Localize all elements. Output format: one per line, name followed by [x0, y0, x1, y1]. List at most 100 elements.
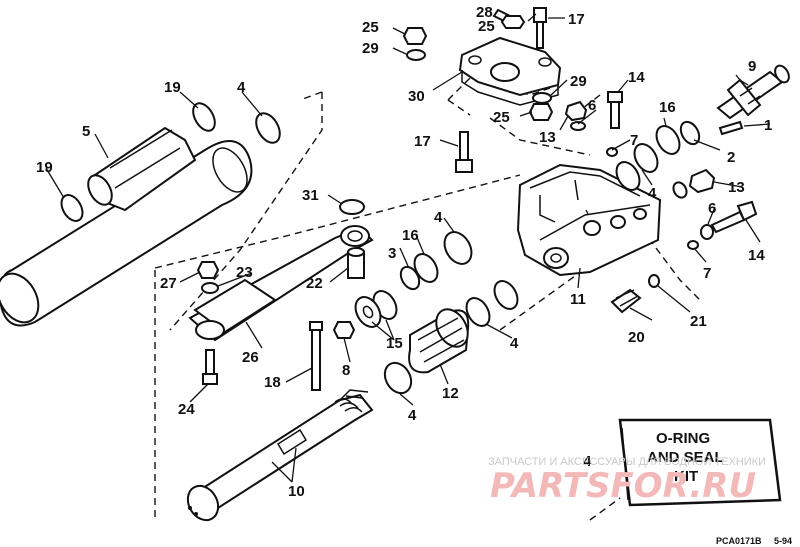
valve-body: [516, 163, 662, 277]
callout-13-right: 13: [728, 179, 745, 196]
callout-26: 26: [242, 349, 259, 366]
o-ring-19-left: [60, 194, 84, 222]
callout-9: 9: [748, 58, 756, 75]
o-ring-4-right: [633, 143, 659, 173]
washer-31: [339, 199, 365, 215]
callout-7-right: 7: [703, 265, 711, 282]
callout-4-upper-mid: 4: [434, 209, 443, 226]
spool-shaft: [716, 64, 790, 120]
callout-5: 5: [82, 123, 90, 140]
callout-12: 12: [442, 385, 459, 402]
callout-4-right: 4: [648, 185, 657, 202]
callout-16-right: 16: [659, 99, 676, 116]
nut-8: [332, 321, 356, 339]
callout-21: 21: [690, 313, 707, 330]
leader-lines: [45, 13, 771, 483]
callout-29-right: 29: [570, 73, 587, 90]
callout-19-top: 19: [164, 79, 181, 96]
callout-23: 23: [236, 264, 253, 281]
callout-1: 1: [764, 117, 772, 134]
kit-ref-callout: 4: [583, 453, 592, 470]
seal-kit-box: O-RING AND SEAL KIT: [618, 418, 782, 507]
callout-30: 30: [408, 88, 425, 105]
fitting-13-right: [688, 168, 716, 194]
callout-14-right: 14: [748, 247, 765, 264]
washer-6-top: [570, 121, 586, 131]
fitting-20: [610, 288, 642, 314]
o-ring-21: [648, 274, 660, 288]
callout-25-right: 25: [493, 109, 510, 126]
callout-24: 24: [178, 401, 195, 418]
bolt-24: [202, 349, 218, 385]
watermark: ЗАПЧАСТИ И АКСЕССУАРЫ ДЛЯ ВОДНОЙ ТЕХНИКИ…: [488, 455, 766, 506]
callout-6-right: 6: [708, 200, 716, 217]
cylinder-bracket: [87, 126, 197, 212]
nut-25-top-b: [500, 15, 526, 29]
washer-7-top: [606, 147, 618, 157]
o-ring-16-right: [655, 125, 681, 155]
callout-13-top: 13: [539, 129, 556, 146]
callout-6-top: 6: [588, 97, 596, 114]
washer-7-right: [687, 240, 699, 250]
callout-10: 10: [288, 483, 305, 500]
drawing-code: PCA0171B: [716, 536, 762, 546]
part-callouts: 28 17 25 25 29 30 29 25 13 6 14 7 9 16 1…: [36, 4, 772, 500]
callout-8: 8: [342, 362, 350, 379]
fitting-13-top: [564, 100, 588, 122]
drawing-date: 5-94: [774, 536, 792, 546]
callout-2: 2: [727, 149, 735, 166]
callout-15: 15: [386, 335, 403, 352]
bolt-14-right: [710, 200, 758, 234]
nut-27: [196, 261, 220, 279]
washer-6-right: [700, 224, 714, 240]
callout-11: 11: [570, 291, 586, 308]
callout-18: 18: [264, 374, 281, 391]
o-ring-4-top-left: [255, 112, 281, 144]
o-ring-4-lower-mid: [465, 297, 491, 327]
watermark-logo: PARTSFOR.RU: [490, 466, 756, 506]
callout-7-top: 7: [630, 132, 638, 149]
kit-line-3: KIT: [674, 468, 698, 485]
callout-14-top: 14: [628, 69, 645, 86]
steering-cylinder-tube: [0, 140, 253, 327]
nut-25-right: [528, 103, 554, 121]
pin-1: [718, 120, 744, 136]
kit-line-1: O-RING: [656, 430, 710, 447]
spacer-22: [347, 247, 365, 279]
nut-25-top-a: [402, 27, 428, 45]
o-ring-4-small-right: [672, 181, 688, 199]
tie-bar-26: [188, 225, 374, 342]
bolt-17-top: [533, 7, 547, 49]
callout-29-top: 29: [362, 40, 379, 57]
bolt-18: [309, 321, 323, 391]
washer-15: [354, 290, 398, 328]
o-ring-19-top: [192, 102, 216, 132]
callout-22: 22: [306, 275, 323, 292]
callout-4-lower-mid: 4: [510, 335, 519, 352]
o-ring-4-bottom: [383, 361, 413, 395]
callout-17-top: 17: [568, 11, 585, 28]
callout-4-top-left: 4: [237, 79, 246, 96]
callout-4-bottom: 4: [408, 407, 417, 424]
callout-19-left: 19: [36, 159, 53, 176]
washer-29-top: [406, 49, 426, 61]
watermark-tagline: ЗАПЧАСТИ И АКСЕССУАРЫ ДЛЯ ВОДНОЙ ТЕХНИКИ: [488, 455, 766, 468]
washer-29-right: [532, 92, 552, 104]
bolt-17-left: [455, 131, 473, 173]
pivot-bracket: [458, 36, 562, 106]
callout-17-left: 17: [414, 133, 431, 150]
o-ring-16-mid: [413, 253, 439, 283]
callout-25-top-mid: 25: [478, 18, 495, 35]
callout-3: 3: [388, 245, 396, 262]
callout-31: 31: [302, 187, 319, 204]
piston-rod-10: [186, 389, 374, 522]
o-ring-4-mid: [615, 161, 641, 191]
kit-line-2: AND SEAL: [647, 449, 724, 466]
bolt-14-top: [607, 91, 623, 129]
o-ring-4-upper-right-mid: [493, 280, 519, 310]
washer-23: [201, 282, 219, 294]
o-ring-2: [679, 120, 701, 146]
callout-20: 20: [628, 329, 645, 346]
